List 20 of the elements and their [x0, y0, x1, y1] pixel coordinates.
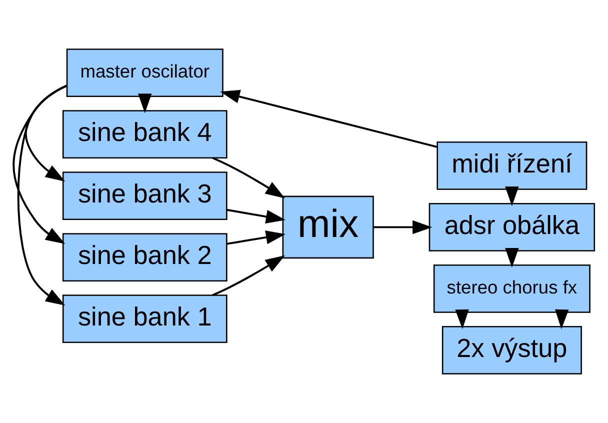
arrow: [24, 84, 67, 182]
node-box: sine bank 4: [62, 110, 228, 158]
arrow: [212, 156, 286, 198]
arrow: [220, 90, 438, 148]
node-box: sine bank 1: [62, 294, 228, 344]
arrow: [138, 94, 152, 114]
arrow: [554, 309, 569, 330]
arrow: [455, 309, 469, 330]
arrow: [17, 84, 67, 306]
arrow: [373, 220, 432, 234]
node-box: 2x výstup: [442, 326, 582, 374]
node-box: sine bank 2: [62, 233, 228, 282]
node-box: mix: [282, 196, 374, 259]
arrow: [226, 208, 286, 224]
arrow: [505, 248, 519, 268]
arrow: [226, 230, 286, 245]
arrow: [212, 255, 286, 296]
arrow: [505, 186, 519, 206]
arrow: [12, 84, 67, 244]
node-box: sine bank 3: [62, 172, 228, 220]
